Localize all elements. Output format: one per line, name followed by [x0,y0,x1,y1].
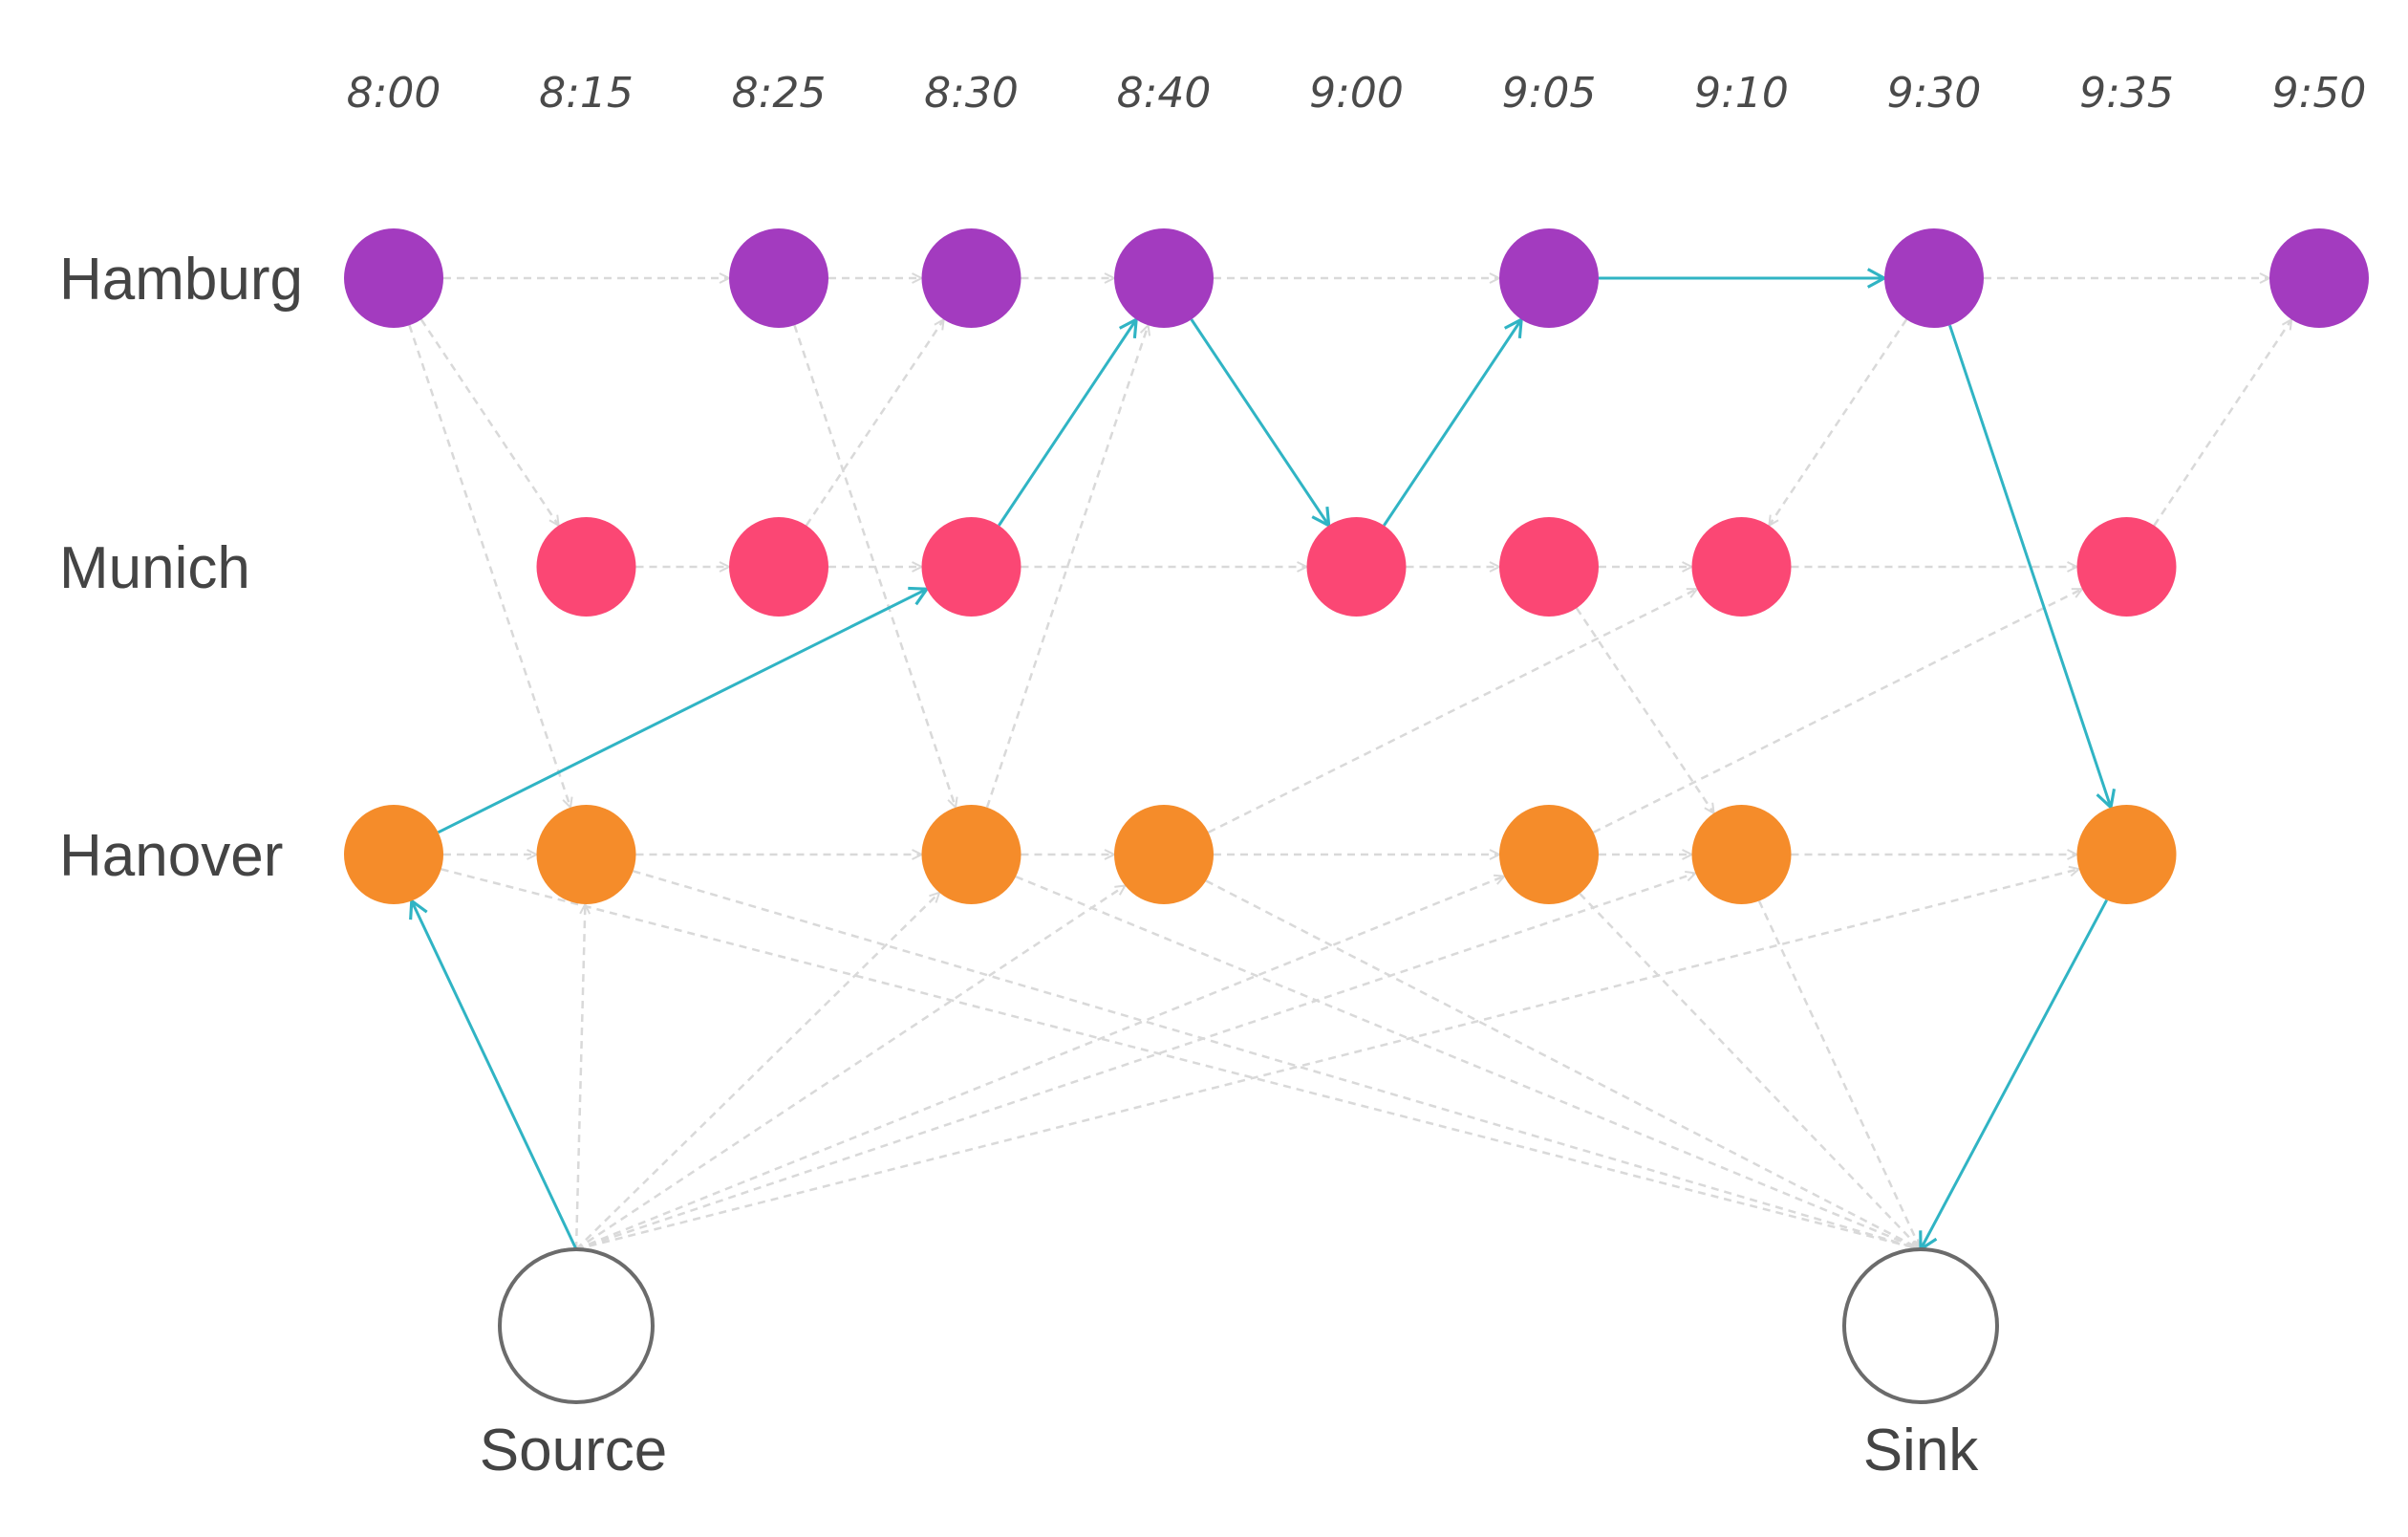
node-hamburg-8-30 [921,228,1021,328]
sink-label: Sink [1863,1418,1980,1483]
edge-hanover-8-00-to-munich-8-30 [437,589,927,834]
station-label-hanover: Hanover [59,823,283,889]
station-label-hamburg: Hamburg [59,247,303,313]
node-hanover-9-05 [1499,805,1599,904]
edge-hamburg-9-30-to-munich-9-10 [1769,318,1908,525]
time-label-9-50: 9:50 [2272,69,2367,118]
time-label-9-00: 9:00 [1309,69,1404,118]
time-axis-labels: 8:00 8:15 8:25 8:30 8:40 9:00 9:05 9:10 9:30 9:35… [347,69,2367,118]
edge-munich-9-05-to-hanover-9-10 [1575,607,1714,813]
station-time-nodes [344,228,2369,904]
edge-hamburg-8-00-to-munich-8-15 [419,318,559,525]
edge-hanover-8-40-to-sink [1205,879,1921,1251]
edge-source-to-hanover-8-00 [412,900,578,1250]
edge-source-to-hanover-8-15 [574,904,585,1250]
node-munich-9-35 [2076,517,2177,617]
time-label-8-00: 8:00 [347,69,441,118]
node-hamburg-8-25 [729,228,828,328]
edge-hamburg-8-25-to-hanover-8-30 [793,324,956,807]
node-munich-9-00 [1306,517,1407,617]
edge-hanover-9-05-to-sink [1579,892,1921,1249]
time-label-9-10: 9:10 [1694,69,1789,118]
node-hamburg-9-05 [1499,228,1599,328]
source-label: Source [480,1418,667,1483]
edge-hanover-9-10-to-sink [1757,900,1921,1249]
edge-munich-8-25-to-hamburg-8-30 [805,319,944,527]
edge-hamburg-9-30-to-hanover-9-35 [1948,324,2111,807]
node-hamburg-8-00 [344,228,443,328]
terminals: Source Sink [480,1247,1999,1483]
node-munich-9-10 [1691,517,1792,617]
time-label-9-05: 9:05 [1502,69,1597,118]
source-node [498,1247,655,1404]
time-label-9-30: 9:30 [1887,69,1982,118]
node-hamburg-9-50 [2269,228,2369,328]
edge-hanover-8-30-to-hamburg-8-40 [985,325,1149,809]
node-hanover-8-15 [536,805,636,904]
node-hanover-8-40 [1114,805,1214,904]
node-munich-8-15 [536,517,636,617]
time-label-8-15: 8:15 [539,69,634,118]
edge-hanover-8-40-to-munich-9-10 [1207,588,1697,833]
edge-hamburg-8-00-to-hanover-8-15 [408,324,570,807]
edge-source-to-hanover-9-35 [575,869,2079,1251]
edge-hanover-8-15-to-sink [633,870,1921,1249]
node-munich-8-25 [729,517,828,617]
station-label-munich: Munich [59,535,250,601]
node-hamburg-9-30 [1884,228,1984,328]
highlighted-path [412,278,2111,1249]
edge-source-to-hanover-9-10 [575,873,1695,1251]
edge-hanover-9-35-to-sink [1921,898,2108,1249]
node-hanover-8-00 [344,805,443,904]
edge-munich-8-30-to-hamburg-8-40 [998,319,1136,527]
time-label-8-30: 8:30 [924,69,1019,118]
edge-hamburg-8-40-to-munich-9-00 [1190,318,1329,525]
edge-hanover-8-30-to-sink [1015,875,1921,1249]
node-munich-8-30 [921,517,1021,617]
time-label-8-25: 8:25 [732,69,827,118]
time-label-9-35: 9:35 [2079,69,2174,118]
node-munich-9-05 [1499,517,1599,617]
edge-source-to-hanover-8-40 [575,886,1125,1251]
edge-hanover-9-05-to-munich-9-35 [1592,588,2082,833]
node-hamburg-8-40 [1114,228,1214,328]
edge-source-to-hanover-8-30 [575,893,939,1250]
edge-hanover-8-00-to-sink [441,868,1921,1249]
time-label-8-40: 8:40 [1117,69,1212,118]
node-hanover-9-35 [2076,805,2177,904]
edge-munich-9-00-to-hamburg-9-05 [1383,319,1521,527]
node-hanover-9-10 [1691,805,1792,904]
sink-node [1842,1247,1999,1404]
dashed-edges [408,278,2291,1251]
node-hanover-8-30 [921,805,1021,904]
edge-munich-9-35-to-hamburg-9-50 [2153,319,2291,527]
edge-source-to-hanover-9-05 [575,877,1504,1251]
